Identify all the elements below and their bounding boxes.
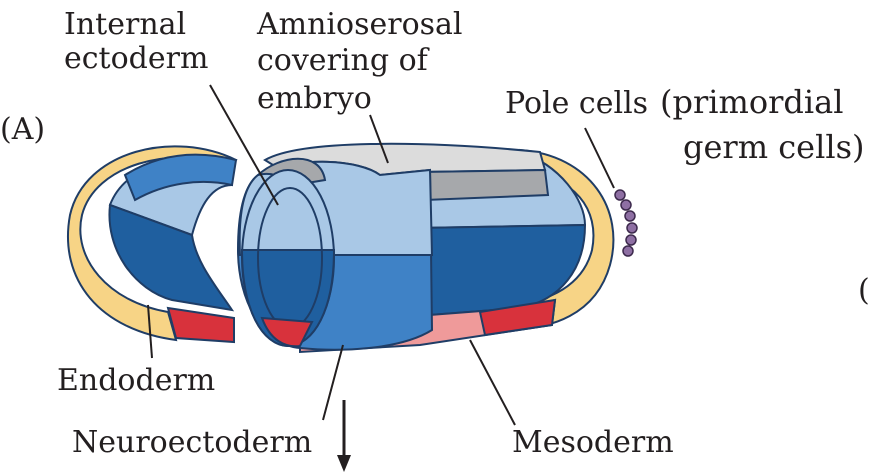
label-neuroectoderm: Neuroectoderm [72, 425, 312, 460]
label-amnioserosal-2: covering of [257, 43, 430, 78]
embryo-cylinder [238, 144, 613, 352]
label-mesoderm: Mesoderm [512, 425, 674, 460]
label-pole-cells: Pole cells [505, 86, 648, 121]
anterior-red-band [168, 308, 234, 342]
label-primordial-1: (primordial [660, 83, 843, 121]
label-endoderm: Endoderm [57, 363, 215, 398]
down-arrow-icon [337, 400, 351, 472]
label-panel-letter: (A) [0, 112, 45, 147]
pole-cells [615, 190, 637, 256]
label-internal-ectoderm-2: ectoderm [64, 41, 208, 76]
anterior-cut-piece [68, 146, 236, 342]
label-amnioserosal-1: Amnioserosal [256, 7, 463, 42]
label-internal-ectoderm-1: Internal [64, 7, 186, 42]
label-cut-letter: ( [858, 273, 870, 308]
label-primordial-2: germ cells) [683, 128, 864, 166]
amnioserosa-dark-strip [420, 170, 548, 200]
label-amnioserosal-3: embryo [257, 81, 372, 116]
